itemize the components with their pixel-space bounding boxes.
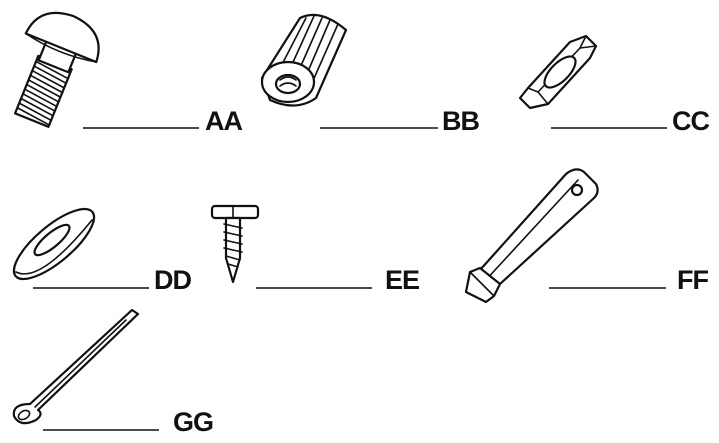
part-gg-cotter-pin: GG: [12, 308, 214, 437]
label-dd: DD: [154, 265, 191, 295]
part-ff-clevis-pin: FF: [464, 168, 709, 304]
part-aa-carriage-bolt: AA: [13, 11, 243, 136]
part-ee-screw: EE: [210, 204, 420, 295]
label-ff: FF: [677, 265, 708, 295]
label-ee: EE: [385, 265, 419, 295]
screw-icon: [210, 204, 260, 284]
part-dd-flat-washer: DD: [12, 207, 192, 295]
part-cc-hex-nut: CC: [518, 34, 710, 136]
label-cc: CC: [672, 106, 709, 136]
hex-nut-icon: [518, 34, 598, 110]
cotter-pin-icon: [12, 308, 140, 425]
carriage-bolt-icon: [13, 11, 100, 128]
label-aa: AA: [205, 106, 242, 136]
part-bb-wire-connector: BB: [260, 13, 480, 136]
clevis-pin-icon: [464, 168, 599, 304]
wire-connector-icon: [260, 13, 348, 107]
label-gg: GG: [173, 407, 213, 437]
label-bb: BB: [442, 106, 479, 136]
flat-washer-icon: [12, 207, 96, 281]
